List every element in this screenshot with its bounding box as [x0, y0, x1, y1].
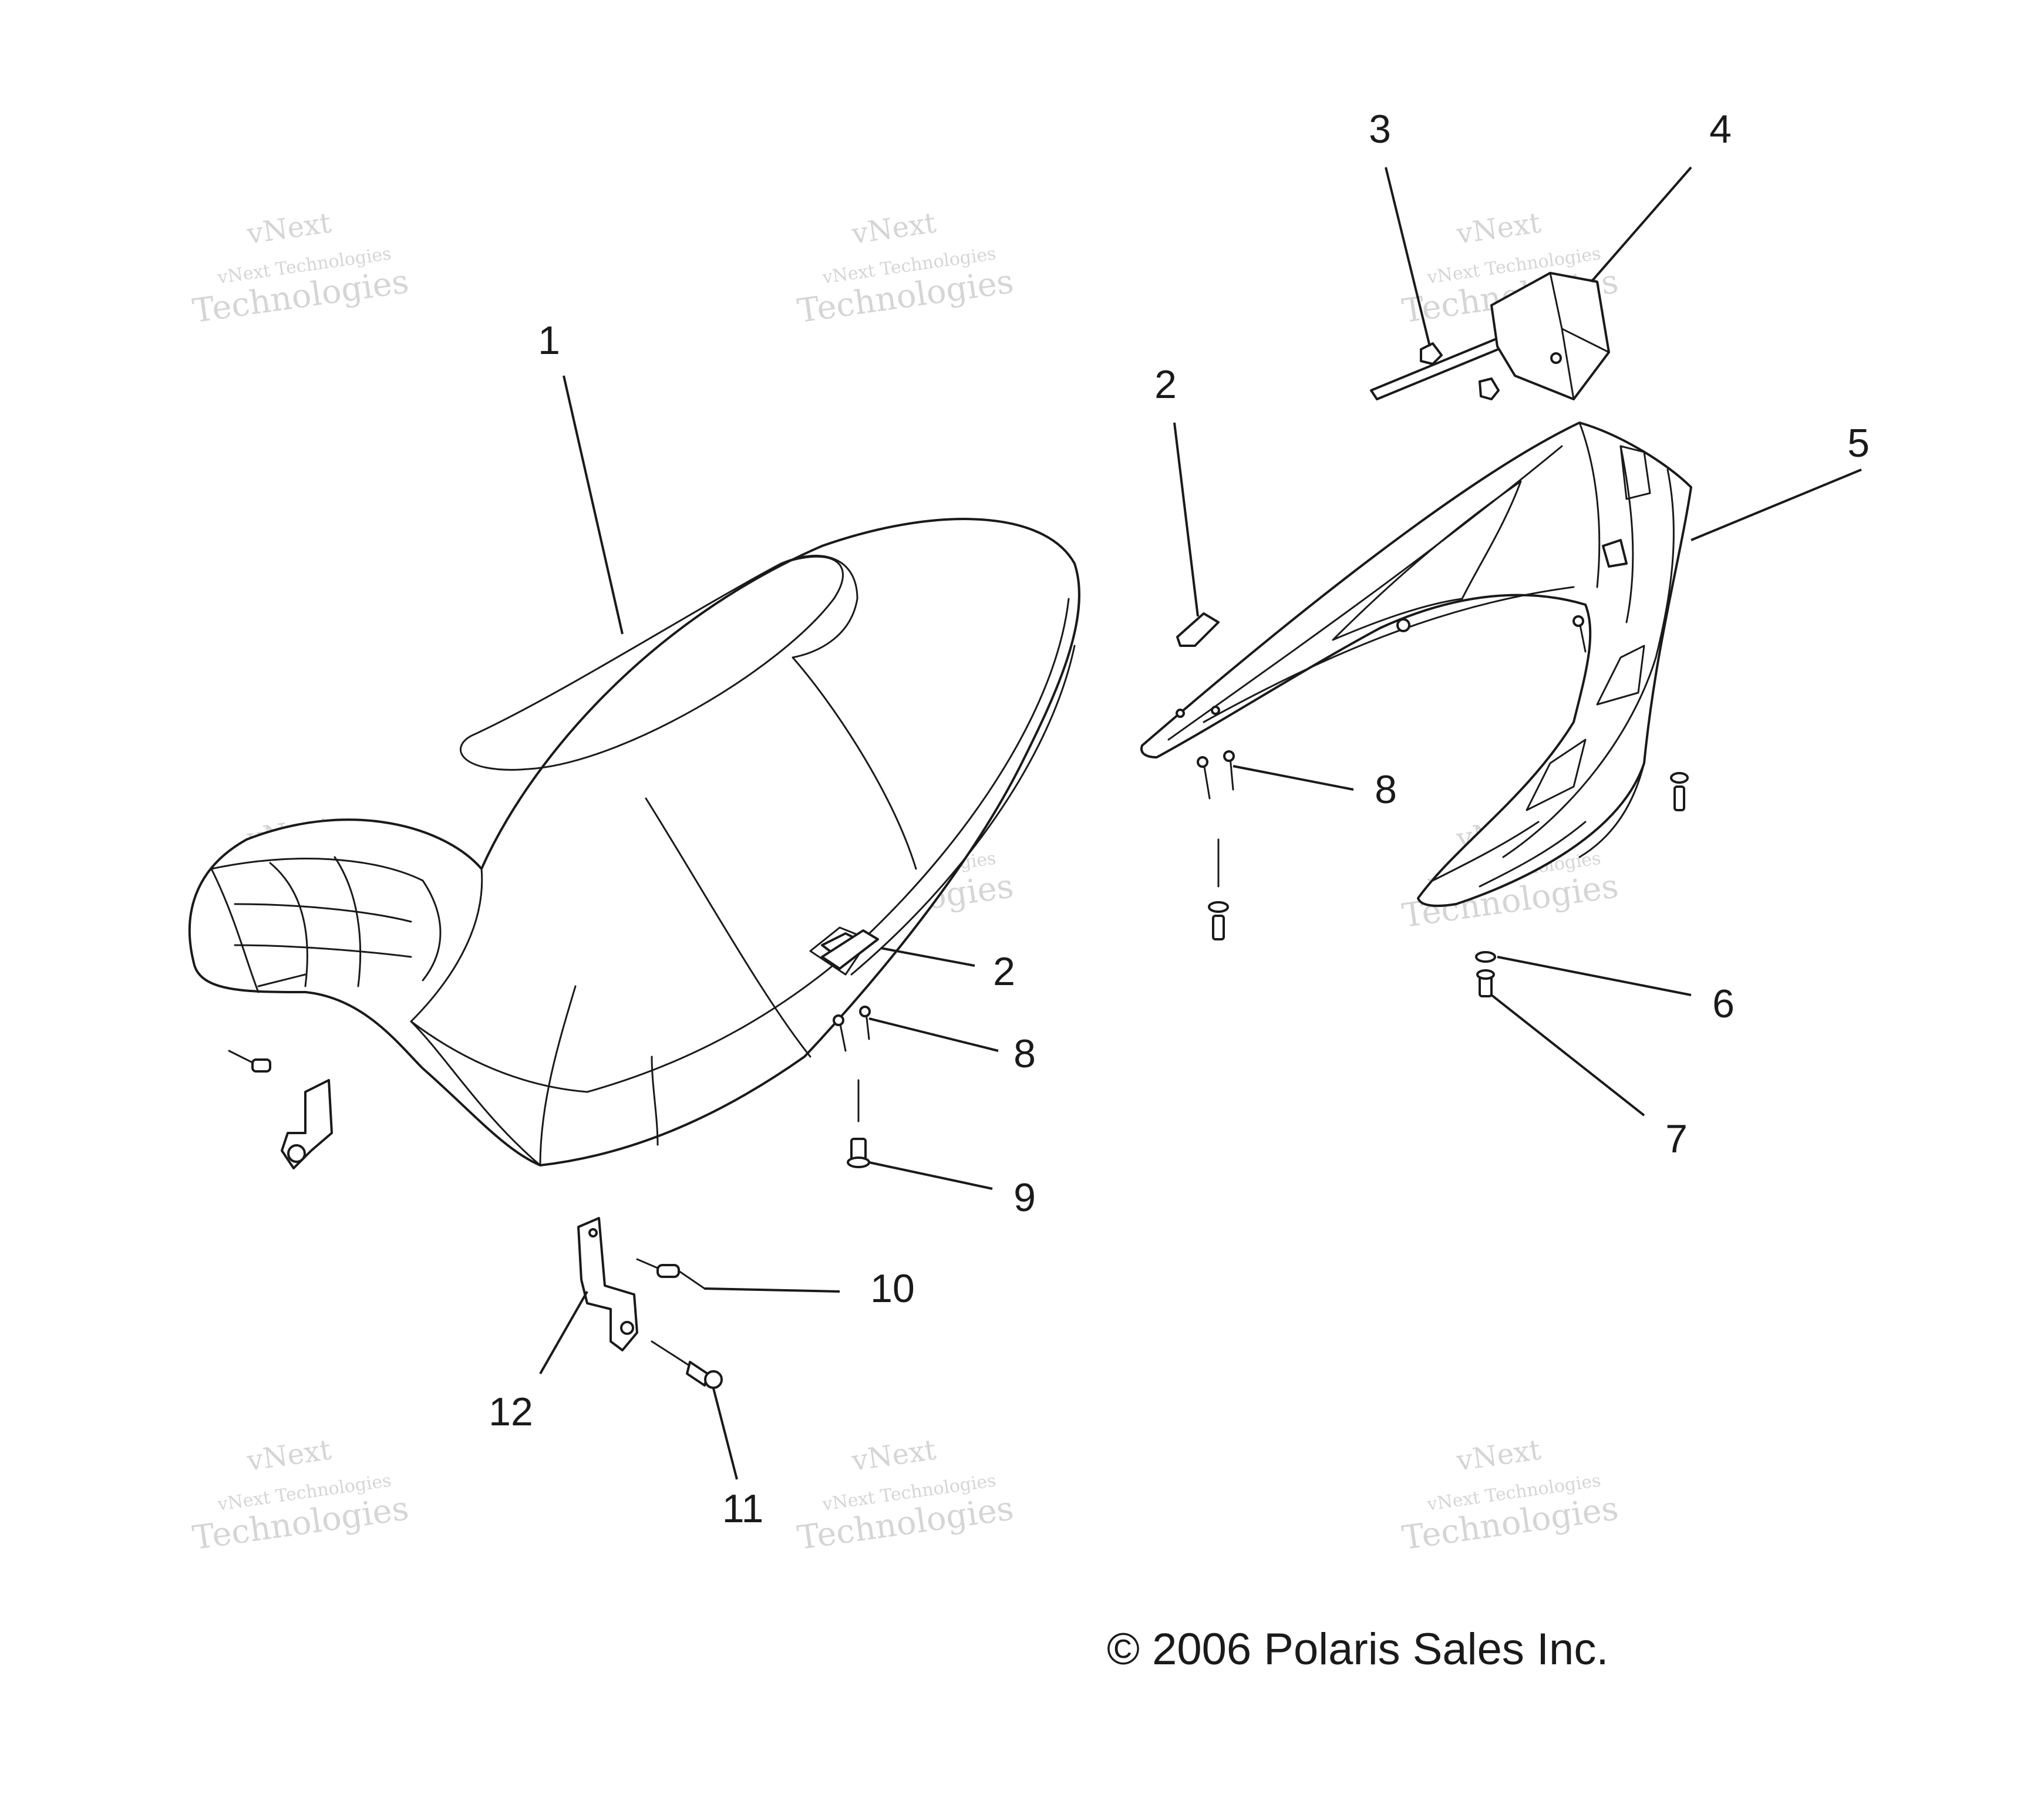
latch-part-2-rear	[1176, 612, 1220, 647]
callout-4: 4	[1709, 107, 1732, 151]
bolt-part-9	[847, 1079, 870, 1168]
bolt-rear-right	[1670, 772, 1689, 811]
callout-8-rear: 8	[1375, 767, 1397, 812]
watermark: vNext vNext Technologies Technologies	[1400, 1433, 1621, 1557]
svg-text:vNext: vNext	[849, 206, 938, 251]
svg-text:vNext: vNext	[1454, 1433, 1543, 1478]
leader-1	[563, 375, 624, 635]
leader-9	[868, 1161, 993, 1190]
leader-5	[1691, 468, 1862, 541]
leader-4	[1590, 166, 1692, 283]
leader-3	[1385, 167, 1431, 347]
bolt-part-7	[1476, 969, 1495, 997]
watermark: vNext vNext Technologies Technologies	[795, 206, 1016, 331]
leader-8-seat	[868, 1017, 999, 1052]
screw-part-11	[651, 1340, 723, 1389]
callout-2-rear: 2	[1154, 362, 1177, 407]
svg-text:vNext: vNext	[244, 1433, 333, 1478]
callout-3: 3	[1369, 107, 1391, 151]
watermark: vNext vNext Technologies Technologies	[190, 1433, 411, 1557]
latch-part-2-seat	[821, 929, 879, 970]
callout-2-seat: 2	[993, 949, 1015, 994]
watermark: vNext vNext Technologies Technologies	[795, 1433, 1016, 1557]
rear-frame-part-5	[1140, 422, 1692, 907]
callout-labels: 1 2 2 3 4 5 6 7 8 8 9 10 11 12	[489, 107, 1870, 1531]
rivet-part-10	[636, 1258, 706, 1290]
svg-text:vNext: vNext	[849, 1433, 938, 1478]
svg-text:vNext: vNext	[244, 206, 333, 251]
washer-part-6	[1475, 951, 1496, 963]
screws-part-8-rear	[1197, 615, 1587, 800]
screws-part-8-seat	[833, 1006, 871, 1052]
callout-9: 9	[1013, 1175, 1036, 1220]
bumper-pad-part-4	[1490, 272, 1610, 400]
callout-5: 5	[1847, 421, 1870, 466]
leader-8-rear	[1233, 765, 1354, 791]
leader-lines	[539, 166, 1862, 1480]
leader-2-rear	[1173, 422, 1199, 617]
svg-text:vNext: vNext	[1454, 206, 1543, 251]
callout-10: 10	[870, 1266, 915, 1311]
callout-8-seat: 8	[1013, 1031, 1036, 1076]
leader-11	[712, 1388, 738, 1480]
callout-11: 11	[722, 1486, 764, 1531]
callout-7: 7	[1665, 1117, 1688, 1161]
leader-10	[704, 1287, 840, 1293]
leader-7	[1490, 994, 1645, 1117]
callout-12: 12	[489, 1390, 533, 1434]
bolt-rear-left	[1208, 838, 1229, 940]
callout-6: 6	[1712, 982, 1735, 1026]
leader-6	[1497, 956, 1692, 996]
callout-1: 1	[538, 318, 560, 363]
bracket-part-12	[577, 1217, 638, 1351]
bracket-left	[228, 1050, 333, 1169]
leader-2-seat	[880, 947, 975, 967]
copyright-notice: © 2006 Polaris Sales Inc.	[1107, 1624, 1608, 1674]
watermark: vNext vNext Technologies Technologies	[190, 206, 411, 331]
seat-part-1	[188, 518, 1080, 1166]
leader-12	[539, 1291, 588, 1374]
